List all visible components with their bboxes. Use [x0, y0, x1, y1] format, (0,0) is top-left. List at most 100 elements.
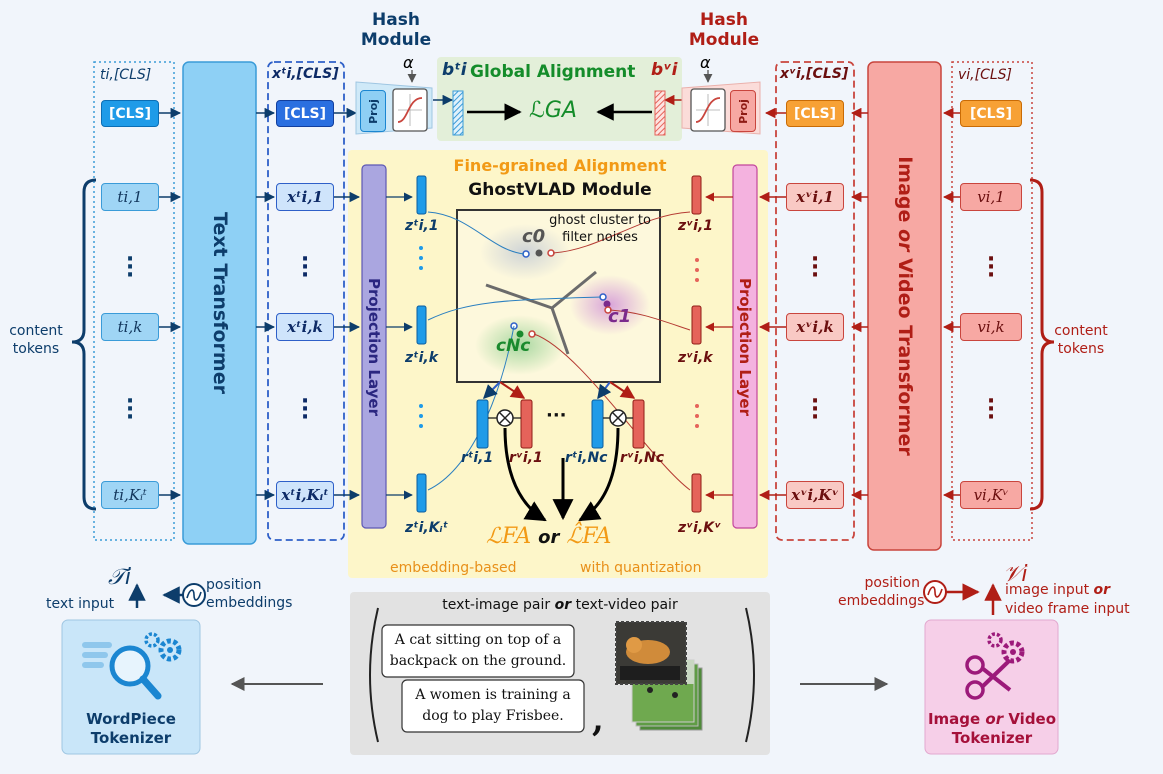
z-text-last: zᵗi,Kᵢᵗ	[405, 520, 449, 536]
centroid-c0: c0	[522, 226, 546, 247]
text-feat-cls-token: [CLS]	[276, 100, 334, 127]
visual-feat-1: xᵛi,1	[786, 183, 844, 211]
hash-proj-left-label: Proj	[366, 98, 380, 124]
text-token-ellipsis-2: ···	[125, 389, 135, 430]
visual-input-line2: video frame input	[1005, 601, 1130, 617]
visual-transformer: Image or Video Transformer	[868, 62, 941, 550]
pair-panel-title: text-image pair or text-video pair	[350, 597, 770, 613]
text-input-label: text input	[46, 596, 115, 612]
centroid-c1: c1	[608, 306, 632, 327]
loss-or: or	[538, 527, 560, 548]
text-cls-label: ti,[CLS]	[100, 67, 152, 83]
visual-input-label: image input or video frame input	[1005, 581, 1130, 619]
residual-visual-1: rᵛi,1	[509, 450, 543, 466]
z-visual-k: zᵛi,k	[678, 350, 713, 366]
visual-pos-embed-label: position embeddings	[838, 574, 925, 610]
caption-cat-line2: backpack on the ground.	[389, 653, 567, 669]
text-feat-1: xᵗi,1	[276, 183, 334, 211]
visual-projection-layer: Projection Layer	[733, 165, 757, 528]
visual-feat-k: xᵛi,k	[786, 313, 844, 341]
visual-pos-embed-line1: position	[864, 575, 920, 591]
text-feat-cls-label: xᵗi,[CLS]	[272, 66, 339, 82]
hash-module-right-title: Hash Module	[664, 10, 784, 50]
caption-frisbee-line2: dog to play Frisbee.	[422, 708, 564, 724]
visual-tokenizer-1c: Video	[1003, 710, 1057, 728]
visual-content-tokens-line1: content	[1054, 323, 1108, 339]
loss-ga: ℒGA	[529, 98, 577, 123]
hash-module-left-line1: Hash	[372, 10, 420, 30]
z-text-k: zᵗi,k	[405, 350, 439, 366]
text-pos-embed-line2: embeddings	[206, 595, 293, 611]
text-feat-ellipsis-2: ···	[300, 389, 310, 430]
hash-proj-right: Proj	[730, 90, 756, 132]
cat-photo-icon	[615, 621, 687, 685]
visual-tokenizer-line1: Image or Video	[920, 710, 1064, 729]
hash-module-left-line2: Module	[360, 30, 432, 50]
visual-tokenizer: Image or Video Tokenizer	[920, 710, 1064, 748]
alpha-right: α	[700, 53, 711, 72]
text-token-last: ti,Kᵢᵗ	[101, 481, 159, 509]
text-token-ellipsis-1: ···	[125, 247, 135, 288]
visual-cls-token: [CLS]	[960, 100, 1022, 127]
z-text-1: zᵗi,1	[405, 218, 439, 234]
visual-token-ellipsis-1: ···	[986, 247, 996, 288]
pair-title-b: text-video pair	[571, 597, 678, 613]
visual-transformer-label: Image or Video Transformer	[894, 156, 916, 456]
visual-feat-ellipsis-1: ···	[810, 247, 820, 288]
text-token-k: ti,k	[101, 313, 159, 341]
text-cls-token: [CLS]	[101, 100, 159, 127]
visual-transformer-part2: Video Transformer	[893, 251, 916, 456]
residual-visual-n: rᵛi,Nc	[620, 450, 665, 466]
caption-cat: A cat sitting on top of a backpack on th…	[382, 630, 574, 672]
z-visual-1: zᵛi,1	[678, 218, 714, 234]
text-feat-k: xᵗi,k	[276, 313, 334, 341]
text-projection-layer: Projection Layer	[362, 165, 386, 528]
visual-token-last: vi,Kᵛ	[960, 481, 1022, 509]
otimes-icon	[496, 409, 627, 427]
text-transformer-label: Text Transformer	[208, 212, 231, 394]
caption-cat-line1: A cat sitting on top of a	[394, 632, 562, 648]
text-content-tokens-line1: content	[9, 323, 63, 339]
visual-token-1: vi,1	[960, 183, 1022, 211]
visual-feat-cls-token: [CLS]	[786, 100, 844, 127]
visual-tokenizer-line2: Tokenizer	[951, 729, 1033, 747]
ghost-note-line1: ghost cluster to	[549, 213, 651, 228]
visual-content-tokens: content tokens	[1046, 322, 1116, 358]
hash-proj-left: Proj	[360, 90, 386, 132]
scissors-gear-icon	[965, 632, 1025, 700]
text-content-tokens: content tokens	[6, 322, 66, 358]
fine-grained-title: Fine-grained Alignment	[453, 156, 667, 175]
pair-title-or: or	[554, 597, 572, 613]
text-transformer: Text Transformer	[183, 62, 256, 544]
text-feat-ellipsis-1: ···	[300, 247, 310, 288]
residual-text-n: rᵗi,Nc	[565, 450, 608, 466]
visual-transformer-part1: Image	[893, 156, 916, 230]
sigmoid-icon	[392, 88, 428, 132]
visual-input-or: or	[1093, 582, 1111, 598]
centroid-cn: cNc	[496, 336, 531, 356]
visual-input-symbol: 𝒱i	[1003, 562, 1028, 587]
ghostvlad-title: GhostVLAD Module	[468, 180, 652, 200]
text-pos-embed-label: position embeddings	[206, 576, 292, 612]
loss-fa: ℒFA	[486, 524, 532, 549]
search-magnifier-gear-icon	[82, 632, 182, 700]
hash-code-visual: bᵛi	[651, 60, 678, 80]
text-pos-embed-line1: position	[206, 577, 262, 593]
text-feat-last: xᵗi,Kᵢᵗ	[276, 481, 334, 509]
visual-pos-embed-line2: embeddings	[838, 593, 925, 609]
residual-text-1: rᵗi,1	[461, 450, 494, 466]
text-input-symbol: 𝒯i	[108, 565, 131, 590]
hash-module-left-title: Hash Module	[336, 10, 456, 50]
ghost-note-line2: filter noises	[562, 230, 638, 245]
visual-tokenizer-or: or	[985, 710, 1004, 728]
ghost-cluster-note: ghost cluster to filter noises	[538, 212, 662, 246]
loss-fa-hat: ℒ̂FA	[566, 524, 612, 549]
wordpiece-tokenizer: WordPiece Tokenizer	[62, 710, 200, 748]
wordpiece-line2: Tokenizer	[90, 729, 172, 747]
visual-projection-label: Projection Layer	[736, 277, 754, 416]
wordpiece-line1: WordPiece	[86, 710, 176, 728]
visual-content-tokens-line2: tokens	[1057, 341, 1105, 357]
text-content-tokens-line2: tokens	[12, 341, 60, 357]
visual-transformer-or: or	[893, 229, 916, 252]
